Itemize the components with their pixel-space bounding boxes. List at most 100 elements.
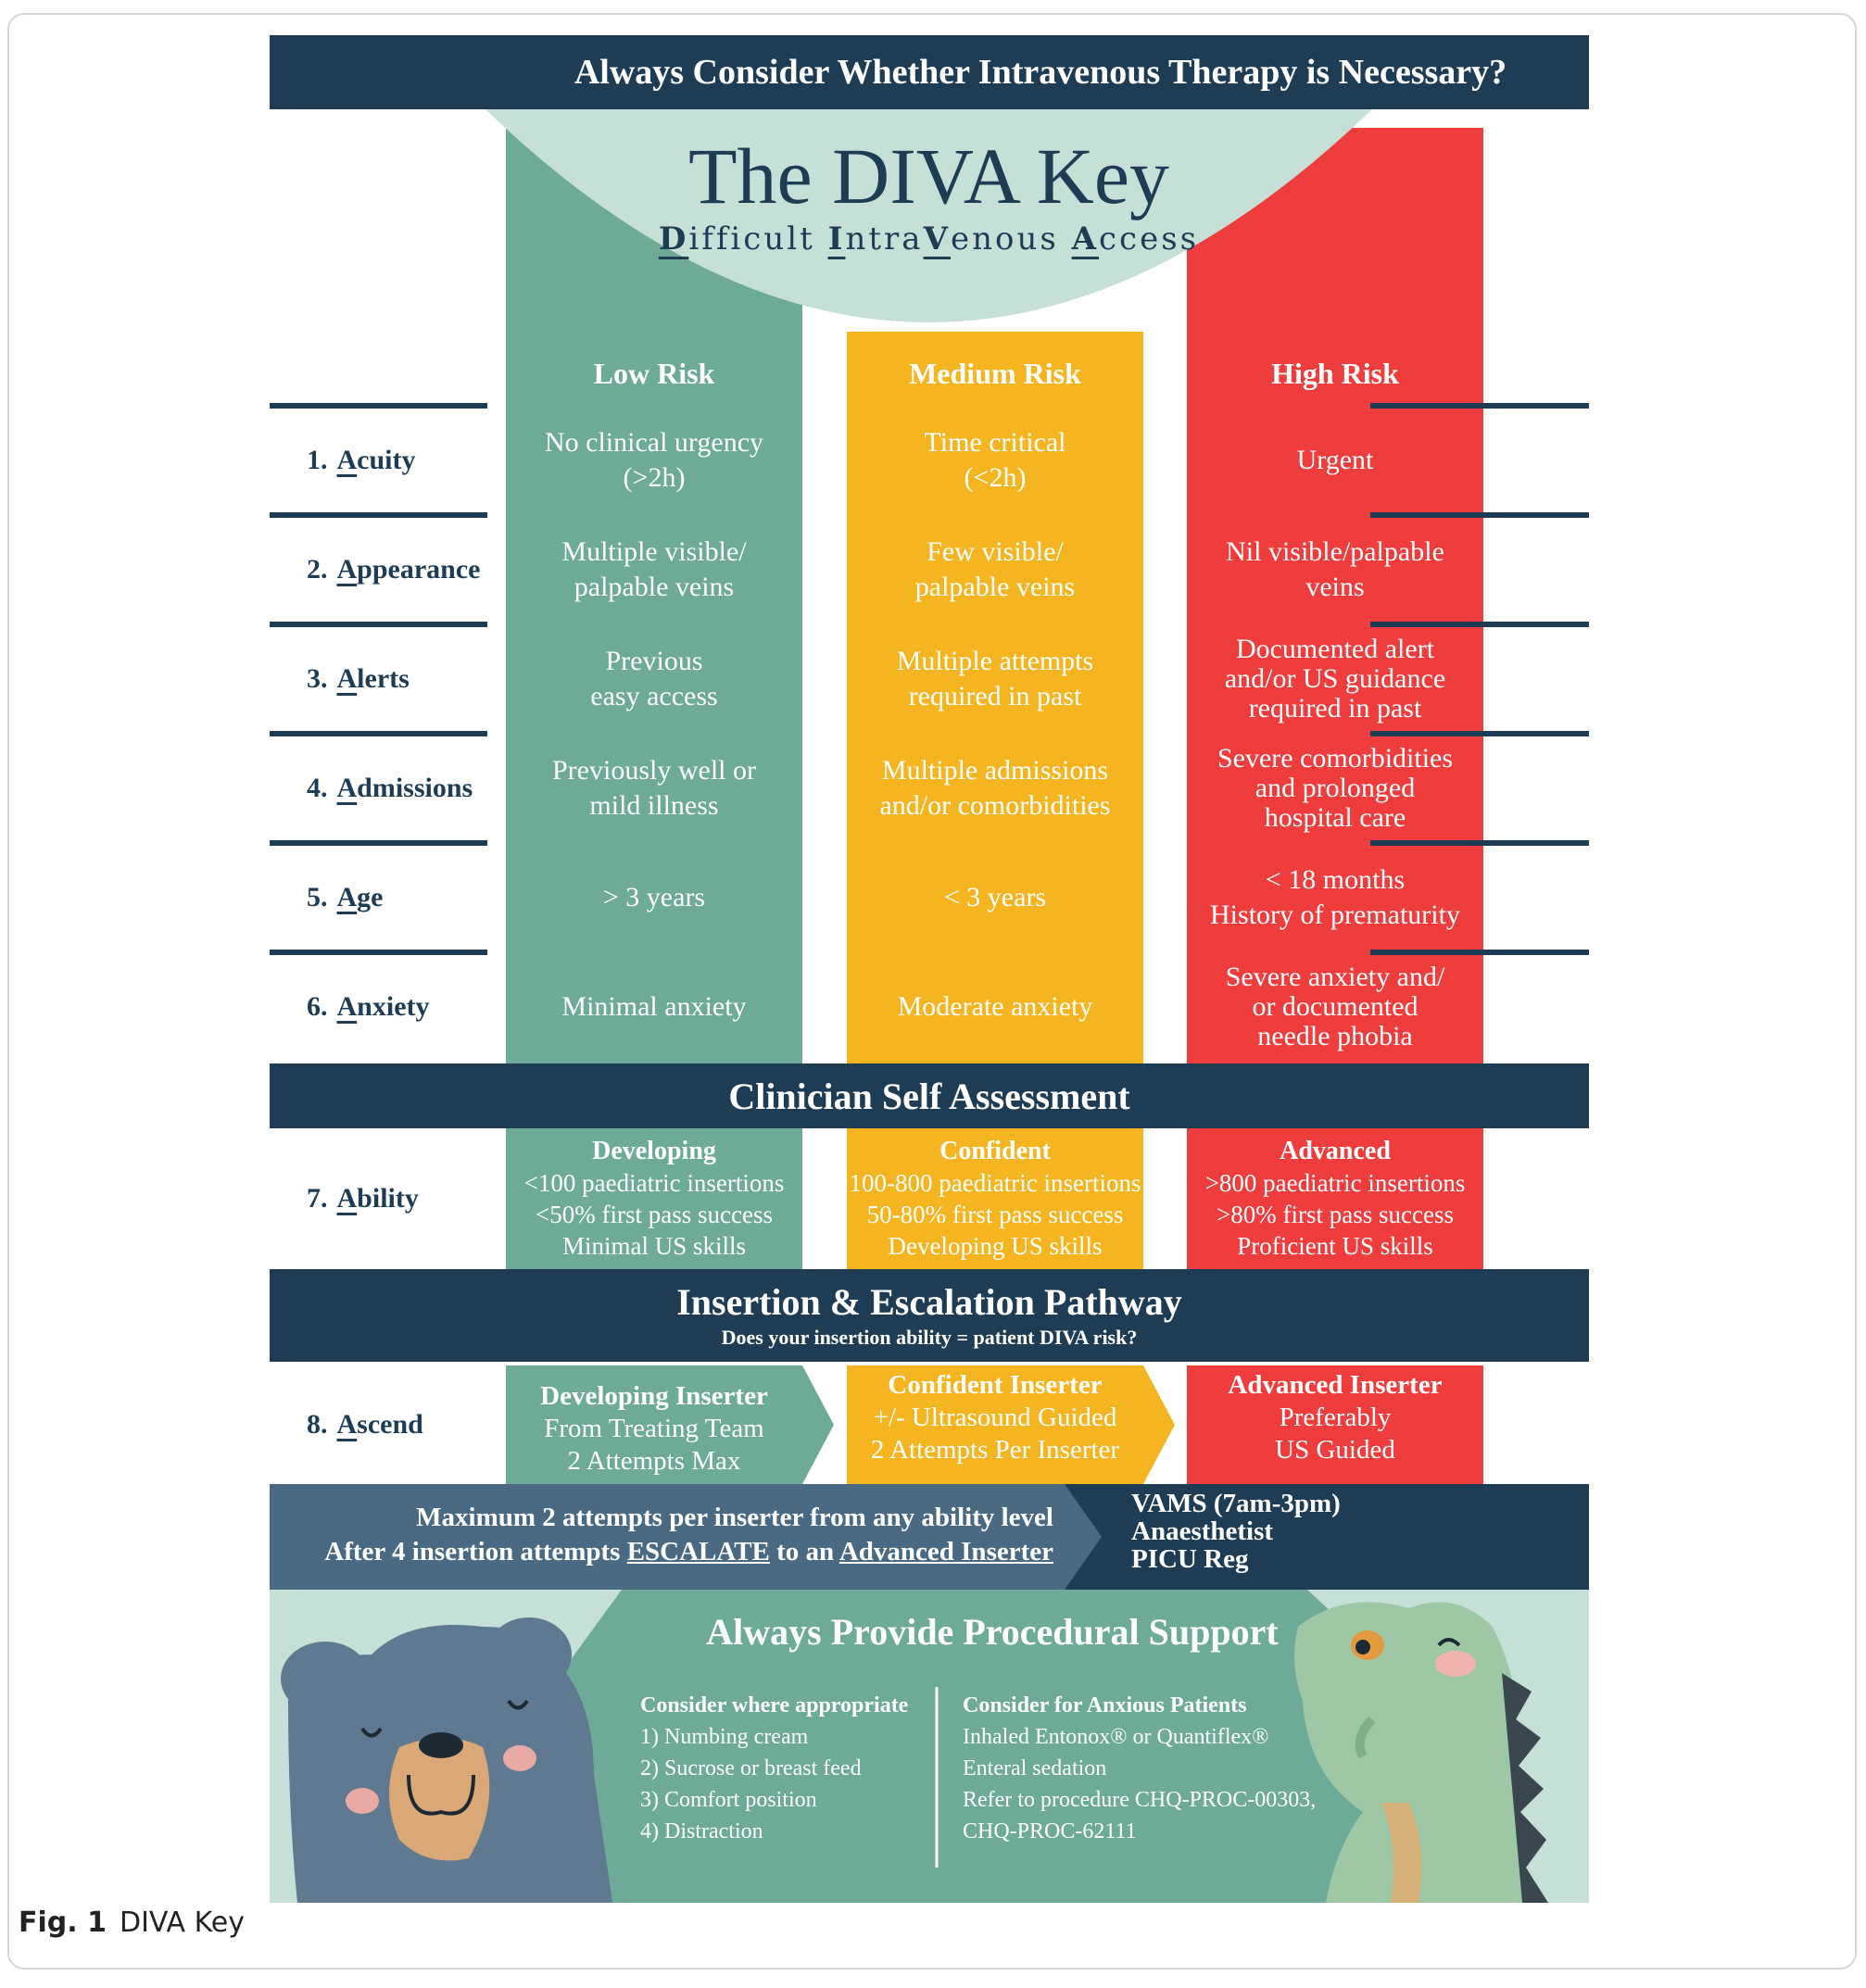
escalation-line-2: After 4 insertion attempts ESCALATE to a… <box>288 1535 1053 1569</box>
contact-line: VAMS (7am-3pm) <box>1131 1489 1341 1518</box>
cell-line: Moderate anxiety <box>897 991 1093 1022</box>
row-divider <box>270 403 487 409</box>
cell-line: > 3 years <box>602 882 706 912</box>
cell-line: and/or comorbidities <box>879 790 1111 821</box>
ability-line: <50% first pass success <box>536 1201 773 1228</box>
cell-line: Previous <box>605 646 703 676</box>
row-key-letter: A <box>336 882 358 912</box>
row-number: 6. <box>307 991 328 1022</box>
row-label-rest: cuity <box>357 445 416 475</box>
cell-line: Previously well or <box>552 755 756 786</box>
escalation-rules: Maximum 2 attempts per inserter from any… <box>288 1501 1053 1569</box>
row-divider <box>270 840 487 846</box>
low-risk-cell: Previously well or mild illness <box>506 737 802 839</box>
row-key-letter: A <box>336 663 358 694</box>
medium-risk-cell: < 3 years <box>847 847 1143 949</box>
support-panel <box>270 1590 1589 1903</box>
subtitle-initial: D <box>658 220 689 258</box>
support-list-item: CHQ-PROC-62111 <box>963 1819 1137 1843</box>
medium-risk-cell: Time critical (<2h) <box>847 409 1143 511</box>
support-list-title: Consider where appropriate <box>640 1693 909 1717</box>
row-divider <box>270 622 487 627</box>
confident-inserter-shape <box>847 1365 1175 1484</box>
inserter-line: Preferably <box>1279 1402 1392 1432</box>
subtitle-word-rest: ccess <box>1099 220 1200 258</box>
subtitle-word-rest: ifficult <box>688 220 828 258</box>
row-divider <box>1370 840 1589 846</box>
row-number: 1. <box>307 445 328 475</box>
escalation-text-c: to an <box>769 1537 839 1566</box>
cell-line: required in past <box>908 681 1082 711</box>
contact-line: PICU Reg <box>1131 1544 1249 1574</box>
developing-ability-cell: Developing<100 paediatric insertions<50%… <box>506 1128 802 1269</box>
cell-line: palpable veins <box>574 572 735 602</box>
advanced-ability-cell: Advanced>800 paediatric insertions>80% f… <box>1187 1128 1483 1269</box>
advanced-inserter-link: Advanced Inserter <box>838 1537 1053 1566</box>
inserter-line: US Guided <box>1275 1434 1395 1465</box>
cell-line: hospital care <box>1264 802 1406 833</box>
escalation-text-a: After 4 insertion attempts <box>324 1537 627 1566</box>
cell-line: < 18 months <box>1265 864 1406 895</box>
row-label-rest: scend <box>357 1409 423 1440</box>
cell-line: mild illness <box>589 790 719 821</box>
row-divider <box>1370 950 1589 955</box>
row-label-rest: bility <box>357 1183 419 1214</box>
medium-risk-cell: Multiple admissions and/or comorbidities <box>847 737 1143 839</box>
high-risk-header: High Risk <box>1271 356 1399 390</box>
cell-line: Minimal anxiety <box>561 991 747 1022</box>
ability-line: Minimal US skills <box>561 1232 747 1260</box>
inserter-arrow <box>847 1365 1175 1484</box>
row-label-rest: ppearance <box>357 554 481 585</box>
row-divider <box>270 950 487 955</box>
figure-frame <box>7 13 1857 1969</box>
row-key-letter: A <box>336 991 358 1022</box>
pathway-title: Insertion & Escalation Pathway <box>676 1281 1182 1323</box>
cell-line: Multiple visible/ <box>561 536 747 567</box>
ability-line: 100-800 paediatric insertions <box>849 1169 1141 1197</box>
support-list-item: Inhaled Entonox® or Quantiflex® <box>963 1725 1269 1749</box>
subtitle-initial: A <box>1071 220 1099 258</box>
cell-line: (>2h) <box>623 462 686 493</box>
ability-title: Confident <box>939 1137 1051 1165</box>
cell-line: Severe comorbidities <box>1217 743 1454 774</box>
escalate-word: ESCALATE <box>626 1537 770 1566</box>
ability-line: Developing US skills <box>888 1232 1103 1260</box>
support-list-item: 4) Distraction <box>640 1819 763 1843</box>
self-assessment-banner: Clinician Self Assessment <box>270 1063 1589 1128</box>
contact-line: Anaesthetist <box>1131 1516 1274 1546</box>
cell-line: Time critical <box>924 427 1066 458</box>
inserter-title: Advanced Inserter <box>1228 1369 1443 1400</box>
row-number: 4. <box>307 773 328 803</box>
cell-line: and/or US guidance <box>1224 663 1446 694</box>
subtitle-initial: I <box>827 220 846 258</box>
cell-line: (<2h) <box>964 462 1027 493</box>
ability-line: 50-80% first pass success <box>866 1201 1124 1228</box>
top-banner: Always Consider Whether Intravenous Ther… <box>270 35 1589 109</box>
row-key-letter: A <box>336 773 358 803</box>
low-risk-cell: No clinical urgency(>2h) <box>506 409 802 511</box>
medium-risk-cell: Moderate anxiety <box>847 956 1143 1058</box>
advanced-inserter-shape <box>1187 1365 1483 1484</box>
page-title: The DIVA Key <box>687 132 1170 220</box>
cell-line: Severe anxiety and/ <box>1225 962 1445 992</box>
cell-line: Few visible/ <box>927 536 1064 567</box>
row-divider <box>270 512 487 518</box>
row-number: 3. <box>307 663 328 694</box>
support-title: Always Provide Procedural Support <box>706 1611 1279 1653</box>
row-key-letter: A <box>336 445 358 475</box>
support-list-item: Refer to procedure CHQ-PROC-00303, <box>963 1788 1317 1812</box>
ability-line: <100 paediatric insertions <box>523 1169 785 1197</box>
row-label-rest: ge <box>357 882 384 912</box>
cell-line: Multiple admissions <box>881 755 1109 786</box>
page-subtitle: Difficult IntraVenous Access <box>485 220 1372 258</box>
